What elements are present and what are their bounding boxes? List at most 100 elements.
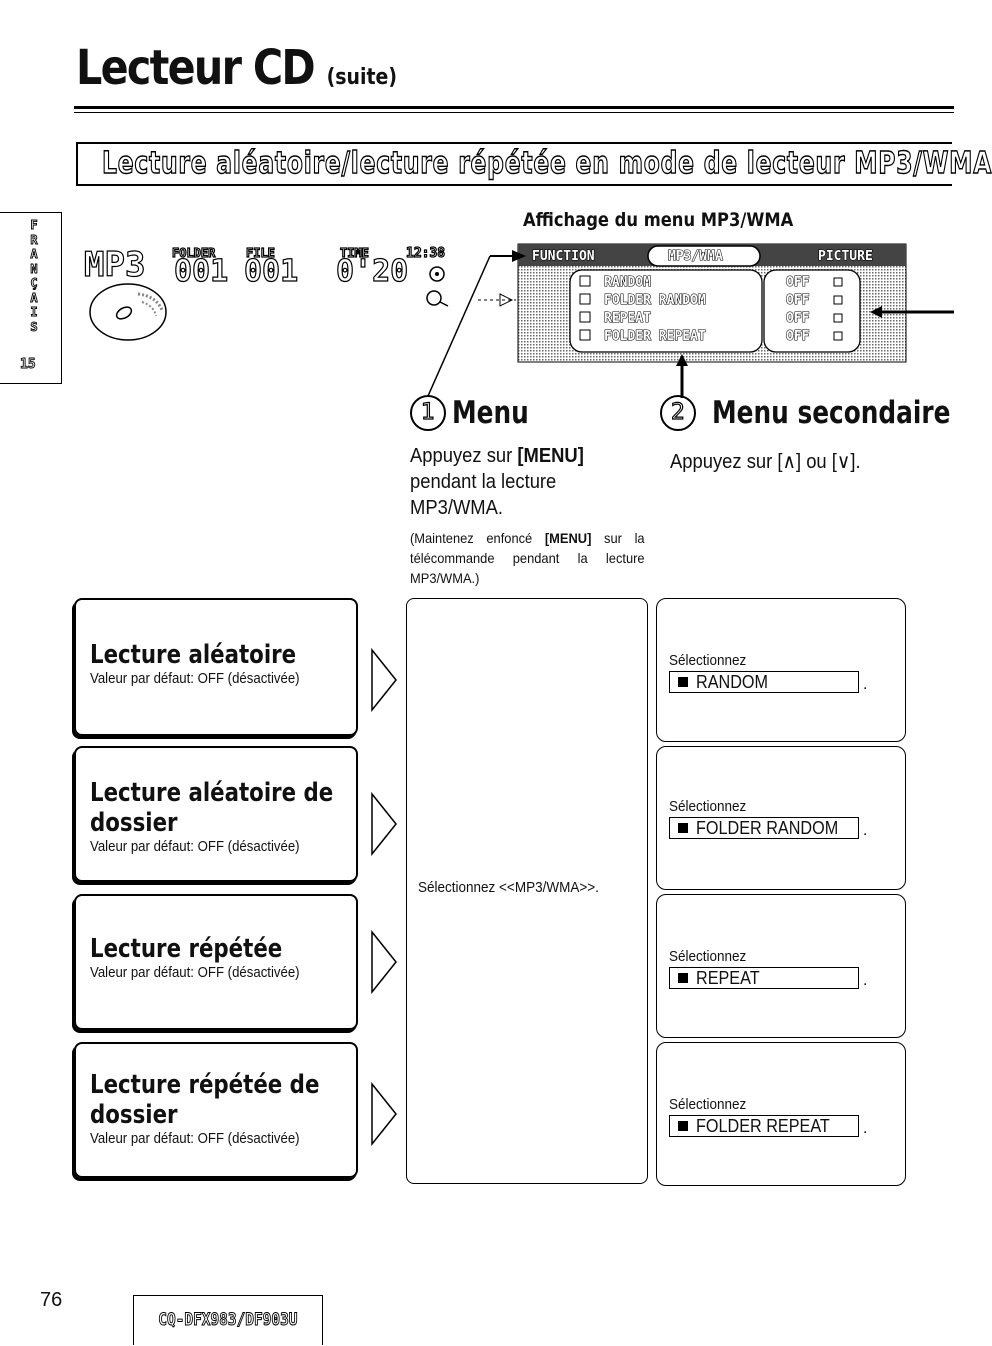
display-status-icons <box>424 262 464 319</box>
function-box-folder-repeat: Lecture répétée de dossier Valeur par dé… <box>74 1042 358 1178</box>
step-1-instruction: Appuyez sur [MENU] pendant la lecture MP… <box>410 443 631 521</box>
section-banner: Lecture aléatoire/lecture répétée en mod… <box>76 142 992 186</box>
next-arrow-icon <box>371 791 397 857</box>
select-option-text: REPEAT <box>696 968 760 988</box>
select-option-text: RANDOM <box>696 672 768 692</box>
display-time-value: 0'20 <box>335 253 409 289</box>
step-1-note-post: sur la télécommande pendant la lecture M… <box>410 530 645 586</box>
title-rule-thin <box>74 112 954 113</box>
language-letter: Ç <box>30 276 38 291</box>
menu-tab-function: FUNCTION <box>532 249 595 264</box>
callout-arrows <box>427 250 954 398</box>
next-arrow-icon <box>371 929 397 995</box>
menu-item-folder-repeat: FOLDER REPEAT <box>604 329 706 344</box>
step-2-number: 2 <box>660 395 696 431</box>
model-number: CQ-DFX983/DF903U <box>158 1310 298 1330</box>
select-option-repeat: REPEAT <box>669 967 859 989</box>
step-2-title: Menu secondaire <box>712 395 951 431</box>
language-tab-page: 15 <box>20 357 37 372</box>
language-letter: I <box>30 305 38 320</box>
menu-item-folder-random: FOLDER RANDOM <box>604 293 706 308</box>
display-clock: 12:38 <box>405 245 446 261</box>
menu-value-folder-repeat: OFF <box>786 329 810 344</box>
select-option-random: RANDOM <box>669 671 859 693</box>
square-bullet-icon <box>678 973 688 983</box>
language-letter: A <box>30 290 38 305</box>
square-bullet-icon <box>678 1121 688 1131</box>
square-bullet-icon <box>678 677 688 687</box>
page-number: 76 <box>40 1289 63 1311</box>
display-mode: MP3 <box>83 244 146 285</box>
function-box-repeat: Lecture répétée Valeur par défaut: OFF (… <box>74 894 358 1030</box>
menu-item-repeat: REPEAT <box>604 311 651 326</box>
language-letter: N <box>30 261 38 276</box>
function-box-random: Lecture aléatoire Valeur par défaut: OFF… <box>74 598 358 736</box>
page-title: Lecteur CD (suite) <box>76 44 397 92</box>
step-1-instruction-post: pendant la lecture MP3/WMA. <box>410 471 557 519</box>
step-1-number: 1 <box>410 395 446 431</box>
function-default: Valeur par défaut: OFF (désactivée) <box>90 1130 300 1147</box>
function-box-folder-random: Lecture aléatoire de dossier Valeur par … <box>74 746 358 882</box>
step-1-note-pre: (Maintenez enfoncé <box>410 530 545 546</box>
menu-screen-illustration: FUNCTION MP3/WMA PICTURE RANDOM FOLDER R… <box>517 242 907 364</box>
section-banner-text: Lecture aléatoire/lecture répétée en mod… <box>101 146 992 181</box>
menu-step-box <box>406 598 648 1184</box>
display-file-value: 001 <box>243 253 299 289</box>
language-letter: F <box>30 218 38 233</box>
select-option-text: FOLDER REPEAT <box>696 1116 830 1136</box>
function-title: Lecture répétée <box>90 934 283 964</box>
square-bullet-icon <box>678 823 688 833</box>
function-default: Valeur par défaut: OFF (désactivée) <box>90 670 300 687</box>
step-1-note: (Maintenez enfoncé [MENU] sur la télécom… <box>410 528 645 588</box>
menu-item-random: RANDOM <box>604 275 651 290</box>
display-time-label: TIME <box>339 245 369 260</box>
step-2-instruction: Appuyez sur [∧] ou [∨]. <box>670 451 861 473</box>
page-title-text: Lecteur CD <box>76 40 316 96</box>
function-title: Lecture aléatoire de dossier <box>90 778 334 838</box>
language-tab-letters: F R A N Ç A I S <box>28 218 40 334</box>
select-label: Sélectionnez <box>669 798 747 815</box>
menu-tab-mp3wma: MP3/WMA <box>668 249 723 264</box>
menu-value-random: OFF <box>786 275 810 290</box>
language-tab <box>0 212 62 384</box>
menu-value-folder-random: OFF <box>786 293 810 308</box>
display-file-label: FILE <box>245 245 275 260</box>
select-label: Sélectionnez <box>669 652 747 669</box>
page-title-suffix: (suite) <box>326 65 398 90</box>
select-box-random: Sélectionnez RANDOM . <box>656 598 906 742</box>
select-suffix: . <box>863 822 868 839</box>
next-arrow-icon <box>371 647 397 713</box>
menu-value-repeat: OFF <box>786 311 810 326</box>
menu-tab-picture: PICTURE <box>818 249 873 264</box>
select-label: Sélectionnez <box>669 1096 747 1113</box>
function-title: Lecture répétée de dossier <box>90 1070 320 1130</box>
language-letter: A <box>30 247 38 262</box>
select-box-folder-repeat: Sélectionnez FOLDER REPEAT . <box>656 1042 906 1186</box>
function-default: Valeur par défaut: OFF (désactivée) <box>90 838 300 855</box>
select-box-repeat: Sélectionnez REPEAT . <box>656 894 906 1038</box>
menu-key-label: [MENU] <box>517 445 584 467</box>
select-label: Sélectionnez <box>669 948 747 965</box>
select-suffix: . <box>863 972 868 989</box>
select-option-text: FOLDER RANDOM <box>696 818 839 838</box>
title-rule <box>74 106 954 109</box>
disc-icon <box>78 280 178 351</box>
function-title: Lecture aléatoire <box>90 640 297 670</box>
select-option-folder-random: FOLDER RANDOM <box>669 817 859 839</box>
select-suffix: . <box>863 676 868 693</box>
menu-step-instruction: Sélectionnez <<MP3/WMA>>. <box>418 879 599 896</box>
select-option-folder-repeat: FOLDER REPEAT <box>669 1115 859 1137</box>
display-folder-value: 001 <box>173 253 229 289</box>
language-letter: R <box>30 232 38 247</box>
language-letter: S <box>30 319 38 334</box>
select-box-folder-random: Sélectionnez FOLDER RANDOM . <box>656 746 906 890</box>
step-1-title: Menu <box>452 395 529 431</box>
step-1-instruction-pre: Appuyez sur <box>410 445 518 467</box>
select-suffix: . <box>863 1120 868 1137</box>
next-arrow-icon <box>371 1081 397 1147</box>
model-box: CQ-DFX983/DF903U <box>133 1295 323 1345</box>
menu-screen-heading: Affichage du menu MP3/WMA <box>523 209 794 231</box>
function-default: Valeur par défaut: OFF (désactivée) <box>90 964 300 981</box>
note-menu-key-label: [MENU] <box>544 530 592 546</box>
display-folder-label: FOLDER <box>171 245 216 260</box>
